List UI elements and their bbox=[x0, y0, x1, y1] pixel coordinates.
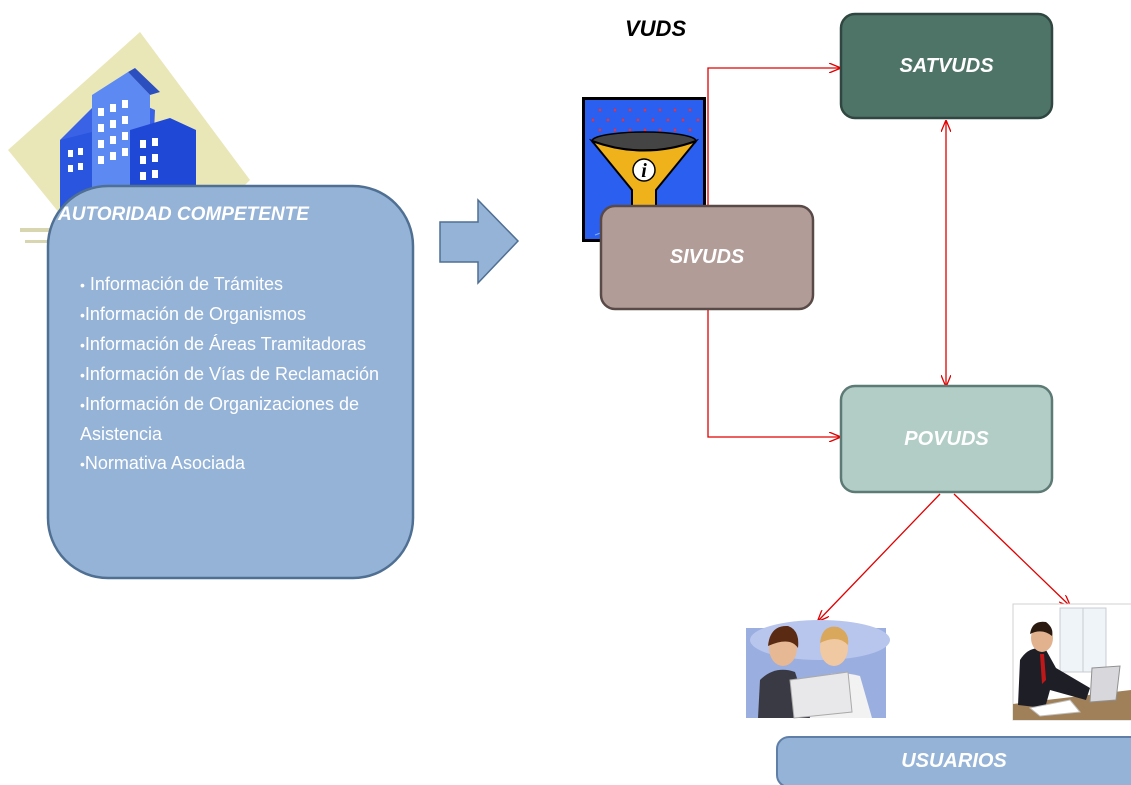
businessman-laptop-icon bbox=[1012, 603, 1131, 721]
svg-text:i: i bbox=[641, 160, 647, 182]
authority-item: •Normativa Asociada bbox=[80, 453, 245, 473]
authority-box bbox=[46, 184, 415, 580]
authority-item: •Información de Vías de Reclamación bbox=[80, 364, 380, 384]
authority-item: •Información de Organizaciones de Asiste… bbox=[80, 394, 360, 444]
authority-item: • Información de Trámites bbox=[80, 274, 283, 294]
usuarios-box bbox=[776, 736, 1131, 785]
authority-title: AUTORIDAD COMPETENTE bbox=[58, 204, 309, 225]
povuds-box bbox=[839, 384, 1054, 494]
authority-item: •Información de Organismos bbox=[80, 304, 307, 324]
authority-item: •Información de Áreas Tramitadoras bbox=[80, 334, 367, 354]
sivuds-box bbox=[599, 204, 815, 311]
povuds-label: POVUDS bbox=[904, 427, 989, 450]
sivuds-label: SIVUDS bbox=[669, 246, 745, 268]
satvuds-label: SATVUDS bbox=[899, 54, 994, 77]
connectors bbox=[707, 68, 1070, 621]
satvuds-box bbox=[839, 12, 1054, 120]
flow-arrow-icon bbox=[439, 198, 520, 285]
users-meeting-icon bbox=[746, 620, 890, 719]
authority-list: • Información de Trámites •Información d… bbox=[80, 270, 400, 479]
vuds-title: VUDS bbox=[625, 16, 687, 41]
usuarios-label: USUARIOS bbox=[901, 749, 1007, 772]
